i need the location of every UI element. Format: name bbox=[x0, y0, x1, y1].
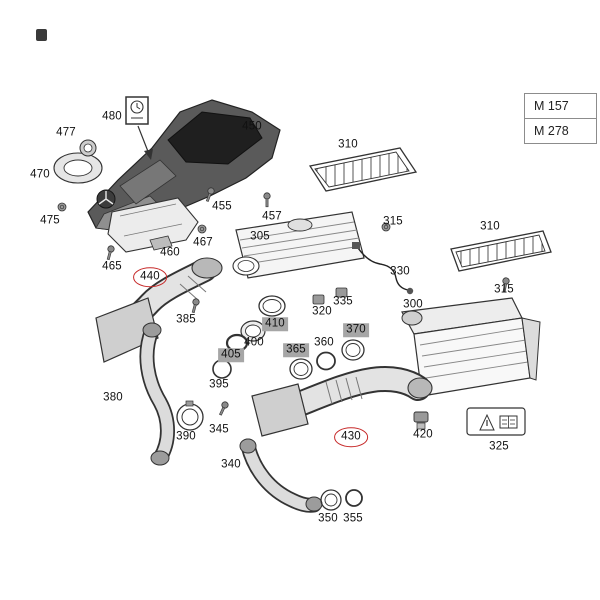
vent-hose-right-drawing bbox=[239, 438, 323, 513]
part-label-395-27[interactable]: 395 bbox=[209, 378, 229, 391]
part-label-370-26[interactable]: 370 bbox=[343, 323, 369, 337]
part-label-440-11[interactable]: 440 bbox=[133, 267, 167, 287]
part-label-405-22[interactable]: 405 bbox=[218, 348, 244, 362]
part-label-385-16[interactable]: 385 bbox=[176, 313, 196, 326]
part-label-480-0[interactable]: 480 bbox=[102, 110, 122, 123]
part-label-430-31[interactable]: 430 bbox=[334, 427, 368, 447]
part-label-315-13[interactable]: 315 bbox=[383, 215, 403, 228]
part-label-455-5[interactable]: 455 bbox=[212, 200, 232, 213]
part-label-320-18[interactable]: 320 bbox=[312, 305, 332, 318]
part-label-460-9[interactable]: 460 bbox=[160, 246, 180, 259]
part-label-340-34[interactable]: 340 bbox=[221, 458, 241, 471]
part-label-390-29[interactable]: 390 bbox=[176, 430, 196, 443]
engine-code-m278[interactable]: M 278 bbox=[534, 124, 569, 138]
part-label-477-1[interactable]: 477 bbox=[56, 126, 76, 139]
engine-code-m157[interactable]: M 157 bbox=[525, 94, 596, 119]
intake-grommet-drawing bbox=[53, 139, 103, 212]
warning-label-drawing bbox=[466, 407, 526, 436]
part-label-465-8[interactable]: 465 bbox=[102, 260, 122, 273]
fasteners-drawing bbox=[104, 186, 511, 430]
part-label-325-33[interactable]: 325 bbox=[489, 440, 509, 453]
part-label-470-3[interactable]: 470 bbox=[30, 168, 50, 181]
filter-housing-right-drawing bbox=[401, 297, 541, 397]
corner-mark bbox=[36, 29, 47, 41]
part-label-345-30[interactable]: 345 bbox=[209, 423, 229, 436]
air-filter-element-right-drawing bbox=[450, 230, 552, 272]
sensor-wire-drawing bbox=[352, 242, 414, 295]
part-label-350-35[interactable]: 350 bbox=[318, 512, 338, 525]
intake-duct-left-drawing bbox=[95, 257, 223, 363]
part-label-315-20[interactable]: 315 bbox=[494, 283, 514, 296]
part-label-380-28[interactable]: 380 bbox=[103, 391, 123, 404]
part-label-360-25[interactable]: 360 bbox=[314, 336, 334, 349]
part-label-365-24[interactable]: 365 bbox=[283, 343, 309, 357]
part-label-410-17[interactable]: 410 bbox=[262, 317, 288, 331]
part-label-305-12[interactable]: 305 bbox=[250, 230, 270, 243]
part-label-310-14[interactable]: 310 bbox=[480, 220, 500, 233]
part-label-300-21[interactable]: 300 bbox=[403, 298, 423, 311]
instruction-icon-drawing bbox=[125, 96, 153, 160]
vent-hose-left-drawing bbox=[139, 322, 175, 466]
air-intake-cover-drawing bbox=[107, 197, 199, 253]
part-label-335-19[interactable]: 335 bbox=[333, 295, 353, 308]
part-label-400-23[interactable]: 400 bbox=[244, 336, 264, 349]
filter-housing-left-drawing bbox=[232, 211, 365, 279]
air-filter-element-top-drawing bbox=[308, 147, 418, 192]
part-label-450-2[interactable]: 450 bbox=[242, 120, 262, 133]
part-label-355-36[interactable]: 355 bbox=[343, 512, 363, 525]
part-label-330-15[interactable]: 330 bbox=[390, 265, 410, 278]
part-label-420-32[interactable]: 420 bbox=[413, 428, 433, 441]
part-label-457-6[interactable]: 457 bbox=[262, 210, 282, 223]
intake-duct-right-drawing bbox=[251, 366, 433, 437]
engine-code-legend: M 157 M 278 bbox=[524, 93, 597, 144]
part-label-475-4[interactable]: 475 bbox=[40, 214, 60, 227]
part-label-310-7[interactable]: 310 bbox=[338, 138, 358, 151]
part-label-467-10[interactable]: 467 bbox=[193, 236, 213, 249]
seal-rings-drawing bbox=[176, 295, 365, 511]
